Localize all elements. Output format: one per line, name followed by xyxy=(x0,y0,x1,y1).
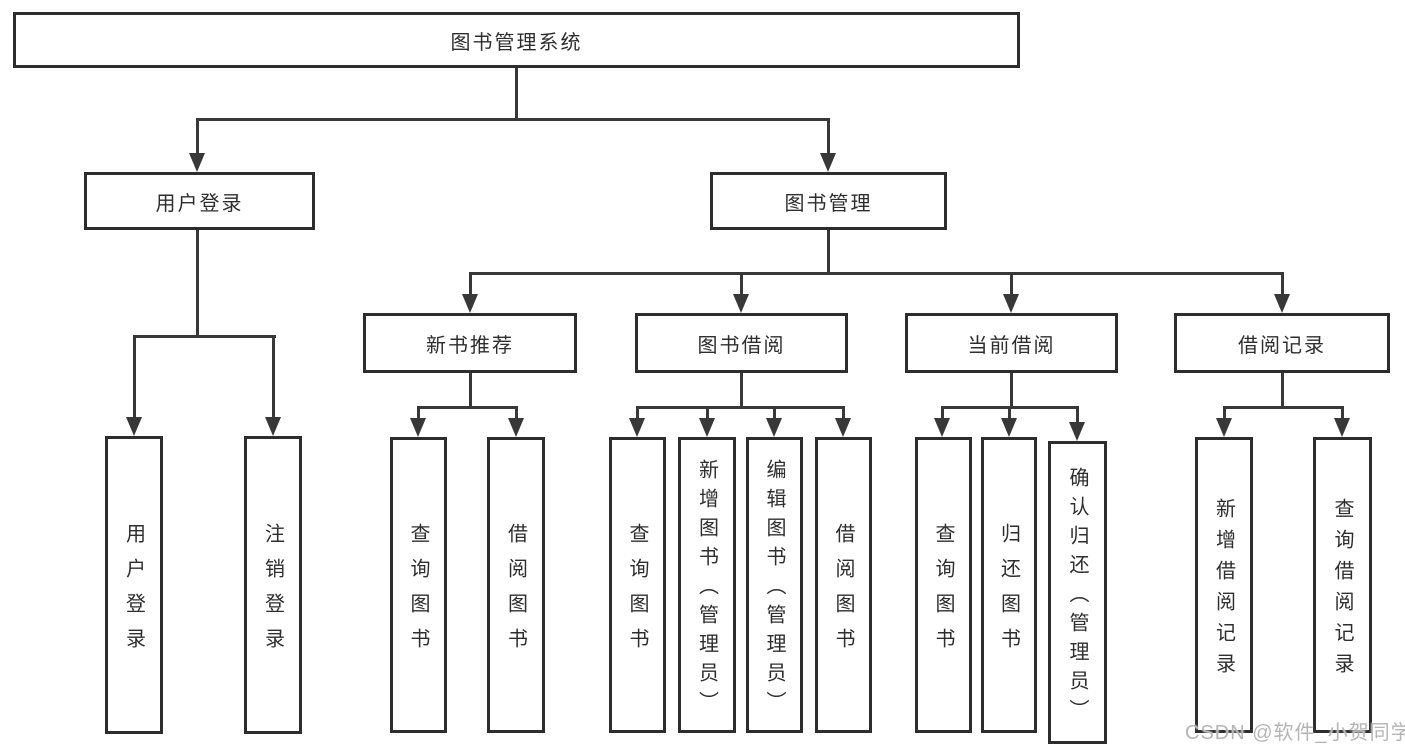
arrow-down-icon xyxy=(934,418,950,437)
connector-line xyxy=(1341,406,1344,420)
connector-line xyxy=(196,118,829,121)
connector-line xyxy=(1010,272,1013,296)
arrow-down-icon xyxy=(766,418,782,437)
connector-line xyxy=(1281,373,1284,409)
node-user-login-branch: 用户登录 xyxy=(84,172,315,230)
arrow-down-icon xyxy=(1069,422,1085,441)
arrow-down-icon xyxy=(462,294,478,313)
leaf-borrow-books-recommend: 借阅图书 xyxy=(487,437,545,733)
leaf-confirm-return-admin: 确认归还（管理员） xyxy=(1048,441,1107,744)
leaf-edit-books-admin: 编辑图书（管理员） xyxy=(746,437,803,733)
connector-line xyxy=(773,406,776,420)
connector-line xyxy=(740,373,743,409)
arrow-down-icon xyxy=(820,153,836,172)
leaf-add-borrow-record: 新增借阅记录 xyxy=(1195,437,1253,733)
arrow-down-icon xyxy=(835,418,851,437)
connector-line xyxy=(1010,373,1013,409)
connector-line xyxy=(1281,272,1284,296)
leaf-return-books: 归还图书 xyxy=(981,437,1037,733)
connector-line xyxy=(941,406,944,420)
connector-line xyxy=(740,272,743,296)
arrow-down-icon xyxy=(265,417,281,436)
arrow-down-icon xyxy=(699,418,715,437)
csdn-watermark: CSDN @软件_小贺同学 xyxy=(1185,722,1405,744)
arrow-down-icon xyxy=(410,418,426,437)
node-book-management-branch: 图书管理 xyxy=(710,172,947,230)
connector-line xyxy=(1223,406,1226,420)
connector-line xyxy=(196,118,199,154)
connector-line xyxy=(706,406,709,420)
connector-line xyxy=(417,406,518,409)
node-new-book-recommend: 新书推荐 xyxy=(363,313,577,373)
leaf-borrow-books-borrowing: 借阅图书 xyxy=(815,437,872,733)
leaf-user-login: 用户登录 xyxy=(105,436,163,734)
connector-line xyxy=(827,118,830,154)
leaf-logout: 注销登录 xyxy=(244,436,302,734)
arrow-down-icon xyxy=(1216,418,1232,437)
connector-line xyxy=(196,230,199,338)
connector-line xyxy=(515,406,518,420)
connector-line xyxy=(133,335,136,418)
connector-line xyxy=(842,406,845,420)
arrow-down-icon xyxy=(126,417,142,436)
connector-line xyxy=(469,272,472,296)
node-current-borrowing: 当前借阅 xyxy=(905,313,1118,373)
node-root-library-system: 图书管理系统 xyxy=(13,12,1020,68)
leaf-query-books-recommend: 查询图书 xyxy=(390,437,447,733)
connector-line xyxy=(1076,406,1079,423)
connector-line xyxy=(636,406,639,420)
node-book-borrowing: 图书借阅 xyxy=(635,313,848,373)
connector-line xyxy=(133,335,276,338)
arrow-down-icon xyxy=(1001,418,1017,437)
arrow-down-icon xyxy=(733,294,749,313)
arrow-down-icon xyxy=(1003,294,1019,313)
connector-line xyxy=(636,406,845,409)
connector-line xyxy=(1008,406,1011,420)
connector-line xyxy=(1223,406,1344,409)
connector-line xyxy=(515,68,518,120)
connector-line xyxy=(827,230,830,275)
leaf-add-books-admin: 新增图书（管理员） xyxy=(678,437,736,733)
arrow-down-icon xyxy=(629,418,645,437)
connector-line xyxy=(417,406,420,420)
node-borrowing-records: 借阅记录 xyxy=(1174,313,1390,373)
arrow-down-icon xyxy=(1274,294,1290,313)
leaf-query-borrow-record: 查询借阅记录 xyxy=(1313,437,1372,733)
arrow-down-icon xyxy=(189,153,205,172)
leaf-query-books-borrowing: 查询图书 xyxy=(609,437,666,733)
arrow-down-icon xyxy=(508,418,524,437)
connector-line xyxy=(469,272,1283,275)
connector-line xyxy=(272,335,275,418)
connector-line xyxy=(469,373,472,409)
leaf-query-books-current: 查询图书 xyxy=(915,437,972,733)
arrow-down-icon xyxy=(1334,418,1350,437)
